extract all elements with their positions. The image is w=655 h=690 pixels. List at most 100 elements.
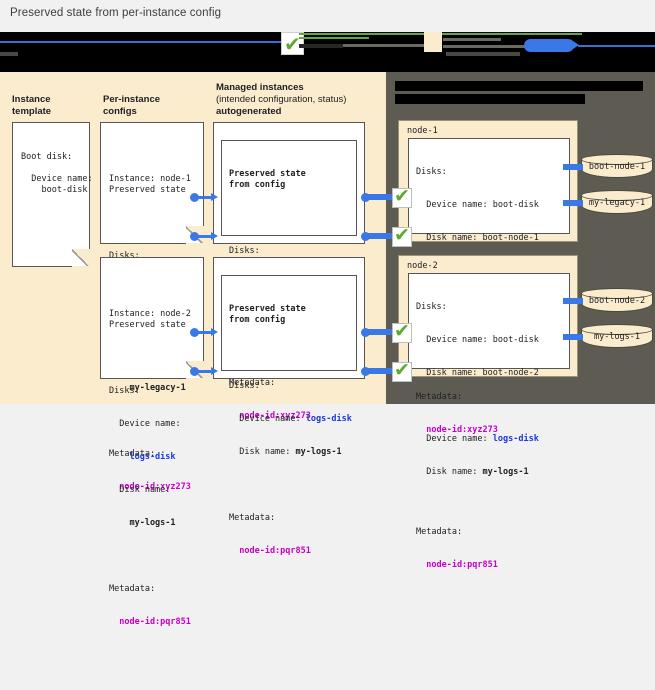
rn2-pres-disk-value: my-logs-1 [482, 467, 529, 477]
connector-dot-c2-disk [190, 328, 199, 337]
managed-instance-node-1-preserved-state: Preserved state from config Disks: Devic… [221, 140, 362, 421]
rn2-pres-device-value: logs-disk [492, 434, 539, 444]
rn2-pres-device-label: Device name: [416, 434, 493, 444]
managed-instance-node-2-preserved-state: Preserved state from config Disks: Devic… [221, 275, 357, 556]
running-node-1-name: node-1 [407, 126, 438, 136]
legend-blue-arrow-icon [570, 39, 579, 51]
connector-line-c2-meta [197, 370, 213, 373]
connector-line-c2-disk [197, 331, 213, 334]
legend-dark-line-1 [299, 44, 343, 48]
disk-my-logs-1: my-logs-1 [581, 324, 653, 350]
connector-dot-c1-disk [190, 193, 199, 202]
running-instance-node-2-details: Disks: Device name: boot-disk Disk name:… [408, 273, 570, 570]
legend-grey-line-4 [490, 45, 550, 48]
per-instance-config-node-2: Instance: node-2 Preserved state Disks: … [100, 257, 204, 627]
running-instance-node-1-details: Disks: Device name: boot-disk Disk name:… [408, 138, 570, 435]
pic2-device-name-value: logs-disk [109, 452, 176, 462]
column-heading-managed-instances: Managed instances (intended configuratio… [216, 82, 347, 117]
check-box-m1-disk: ✔ [392, 185, 412, 208]
column-heading-instance-template: Instance template [12, 94, 52, 117]
connector-dot-m2-meta [361, 367, 370, 376]
pic2-disks-label: Disks: [109, 386, 140, 396]
check-box-m2-meta: ✔ [392, 359, 412, 382]
pic2-metadata-label: Metadata: [109, 584, 156, 594]
legend-cream-square [424, 32, 442, 52]
mi2-device-name-value: logs-disk [305, 414, 352, 424]
rn2-boot-device-line: Device name: boot-disk [416, 335, 539, 345]
legend-blue-blob [524, 39, 574, 52]
check-icon: ✔ [394, 185, 410, 207]
column-heading-per-instance-configs: Per-instance configs [103, 94, 161, 117]
check-box-m2-disk: ✔ [392, 320, 412, 343]
per-instance-config-node-1: Instance: node-1 Preserved state Disks: … [100, 122, 204, 492]
connector-stub-m1-disk [368, 194, 392, 200]
redacted-heading-bar-1 [395, 81, 643, 91]
legend-green-line-3 [437, 33, 582, 35]
rn1-boot-device-line: Device name: boot-disk [416, 200, 539, 210]
rn1-disks-label: Disks: [416, 167, 447, 177]
disk-boot-node-2: boot-node-2 [581, 288, 653, 314]
pic2-metadata-value: node-id:pqr851 [109, 617, 191, 627]
mi2-disk-name-label: Disk name: [229, 447, 296, 457]
mi1-metadata-label: Metadata: [229, 378, 276, 388]
mi2-preserved-heading: Preserved state from config [229, 304, 306, 325]
legend-grey-line-5 [0, 52, 18, 56]
instance-template-box: Boot disk: Device name: boot-disk [12, 122, 93, 267]
check-icon: ✔ [284, 32, 301, 56]
pic2-disk-name-value: my-logs-1 [109, 518, 176, 528]
mi2-metadata-value: node-id:pqr851 [229, 546, 311, 556]
rn1-metadata-label: Metadata: [416, 392, 463, 402]
connector-dot-c2-meta [190, 367, 199, 376]
connector-stub-boot-node-1 [563, 164, 583, 170]
connector-arrow-c2-meta [211, 367, 218, 375]
mi2-device-name-label: Device name: [229, 414, 306, 424]
disk-my-logs-1-label: my-logs-1 [593, 332, 641, 342]
check-box-m1-meta: ✔ [392, 224, 412, 247]
rn2-disks-label: Disks: [416, 302, 447, 312]
legend-blue-arrow-line [578, 45, 655, 47]
disk-boot-node-1-label: boot-node-1 [588, 162, 646, 172]
rn1-boot-disk-line: Disk name: boot-node-1 [416, 233, 539, 243]
connector-stub-boot-node-2 [563, 298, 583, 304]
pic1-disks-label: Disks: [109, 251, 140, 261]
folded-corner-icon [72, 249, 90, 267]
connector-stub-my-logs-1 [563, 334, 583, 340]
legend-band-redacted: ✔ [0, 32, 655, 72]
legend-grey-line-6 [446, 52, 520, 56]
disk-boot-node-2-label: boot-node-2 [588, 296, 646, 306]
page-header: Preserved state from per-instance config [0, 0, 655, 32]
page-title: Preserved state from per-instance config [10, 7, 222, 19]
connector-line-c1-disk [197, 196, 213, 199]
mi1-preserved-heading: Preserved state from config [229, 169, 306, 190]
instance-template-text: Boot disk: Device name: boot-disk [21, 152, 93, 195]
mi2-disks-label: Disks: [229, 381, 260, 391]
legend-check-box: ✔ [281, 32, 304, 55]
connector-arrow-c1-meta [211, 232, 218, 240]
legend-grey-line-3 [443, 45, 490, 48]
pic2-disk-name-label: Disk name: [109, 485, 171, 495]
running-node-2-name: node-2 [407, 261, 438, 271]
rn2-metadata-value: node-id:pqr851 [416, 560, 498, 570]
pic2-device-name-label: Device name: [109, 419, 181, 429]
legend-green-line-1 [299, 33, 441, 35]
disk-my-legacy-1: my-legacy-1 [581, 190, 653, 216]
diagram: Instance template Per-instance configs M… [0, 72, 655, 627]
connector-dot-c1-meta [190, 232, 199, 241]
check-icon: ✔ [394, 224, 410, 246]
rn2-pres-disk-label: Disk name: [416, 467, 483, 477]
connector-stub-m1-meta [368, 233, 392, 239]
mi2-metadata-label: Metadata: [229, 513, 276, 523]
legend-green-line-2 [299, 37, 369, 39]
rn2-boot-disk-line: Disk name: boot-node-2 [416, 368, 539, 378]
connector-arrow-c1-disk [211, 193, 218, 201]
connector-arrow-c2-disk [211, 328, 218, 336]
check-icon: ✔ [394, 320, 410, 342]
legend-blue-line [0, 41, 285, 43]
legend-grey-line-2 [443, 38, 501, 41]
check-icon: ✔ [394, 359, 410, 381]
connector-dot-m1-meta [361, 232, 370, 241]
pic1-disk-name-value: my-legacy-1 [109, 383, 186, 393]
mi1-disks-label: Disks: [229, 246, 260, 256]
disk-boot-node-1: boot-node-1 [581, 154, 653, 180]
disk-my-legacy-1-label: my-legacy-1 [588, 198, 646, 208]
